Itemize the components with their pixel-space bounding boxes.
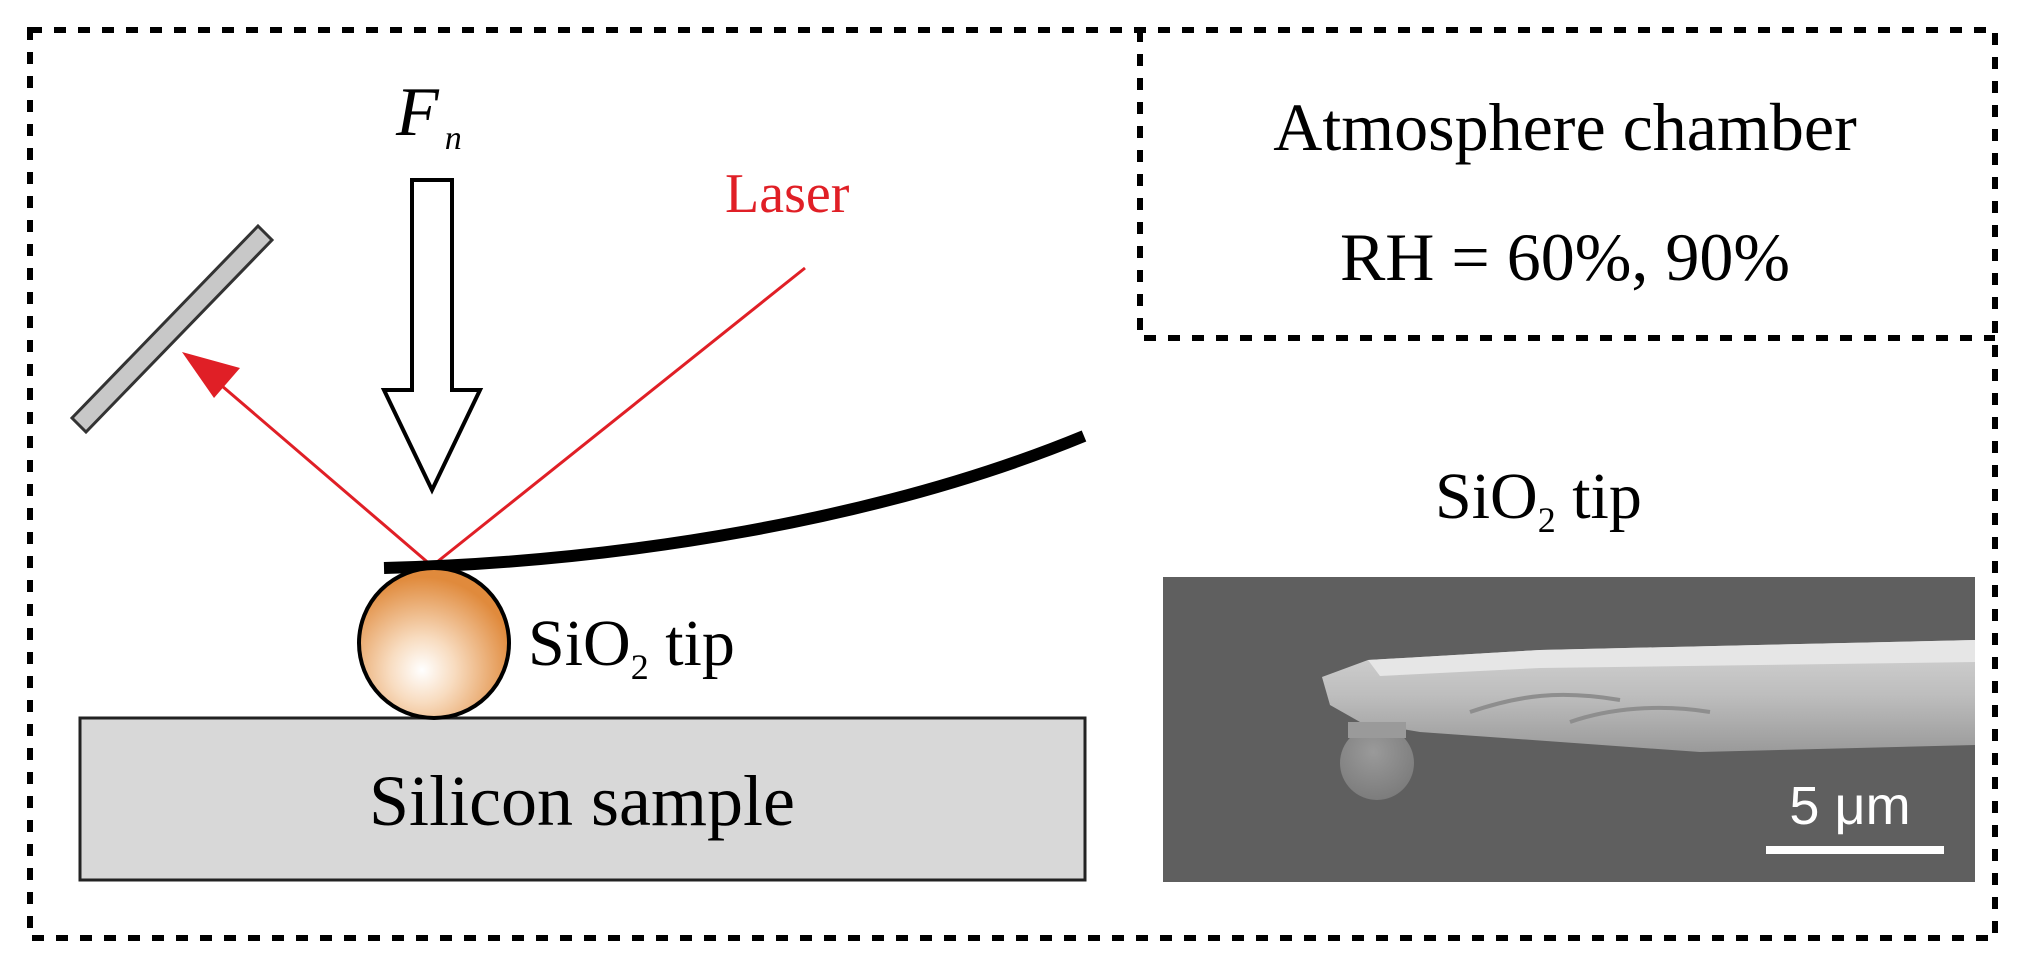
tip-label-left-sub: 2	[631, 647, 649, 687]
tip-label-right-suffix: tip	[1556, 460, 1642, 533]
scale-bar-label: 5 μm	[1789, 776, 1910, 836]
outer-dashed-border	[27, 27, 1998, 941]
force-label-main: F	[395, 74, 440, 151]
laser-arrowhead-icon	[182, 352, 240, 398]
chamber-humidity: RH = 60%, 90%	[1340, 219, 1790, 295]
tip-label-right-main: SiO	[1435, 460, 1538, 533]
force-label-sub: n	[445, 120, 462, 157]
detector-icon	[69, 223, 275, 435]
scale-bar	[1766, 846, 1944, 854]
force-arrow-icon	[380, 178, 484, 495]
silicon-sample	[78, 716, 1087, 882]
laser-incident-line	[431, 266, 806, 568]
chamber-title: Atmosphere chamber	[1273, 89, 1857, 165]
sphere-tip-icon	[357, 566, 511, 720]
tip-label-left-main: SiO	[528, 607, 631, 680]
tip-label-left: SiO2 tip	[528, 607, 735, 687]
sample-label: Silicon sample	[369, 761, 795, 841]
tip-label-left-suffix: tip	[649, 607, 735, 680]
cantilever	[383, 430, 1087, 574]
laser-label: Laser	[725, 163, 850, 225]
tip-label-right-sub: 2	[1538, 500, 1556, 540]
chamber-dashed-border	[1137, 30, 1995, 341]
sem-image: 5 μm	[1163, 577, 1975, 882]
tip-label-right: SiO2 tip	[1435, 460, 1642, 540]
laser-reflected-line	[214, 378, 433, 568]
